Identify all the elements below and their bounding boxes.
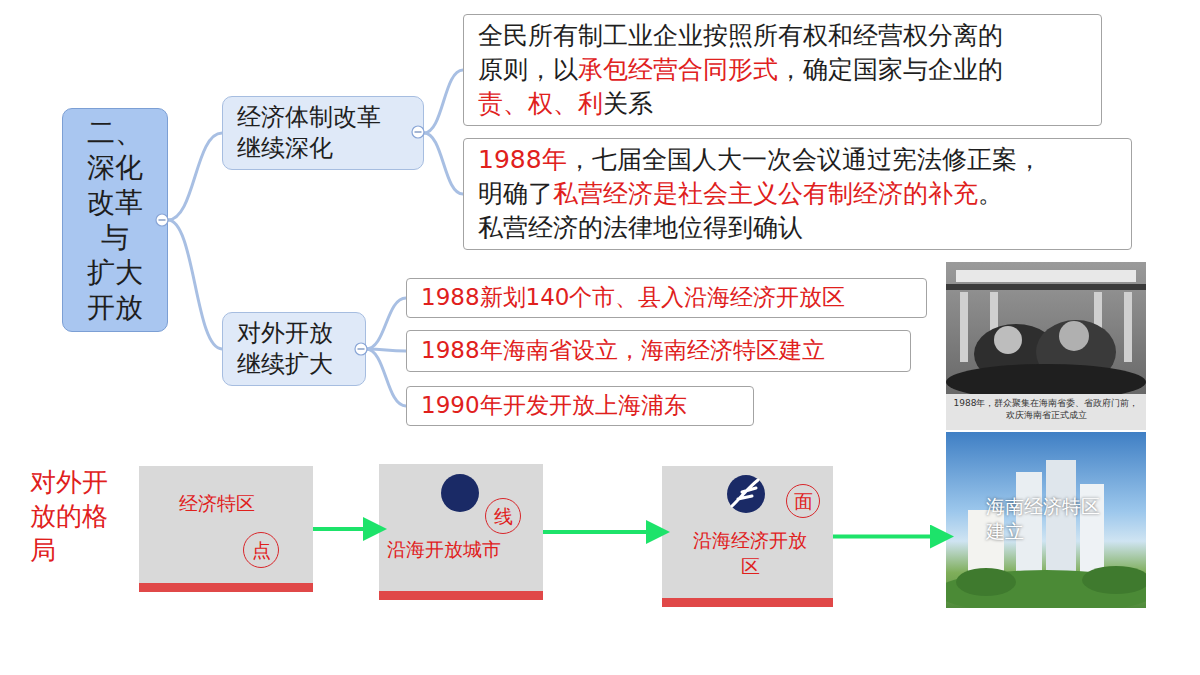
node-text: 点 <box>252 541 271 560</box>
node-text: 二、深化改革与扩大开放 <box>87 115 143 325</box>
detail-box: 全民所有制工业企业按照所有权和经营权分离的原则，以承包经营合同形式，确定国家与企… <box>463 14 1102 126</box>
text-run: 线 <box>494 505 513 527</box>
text-run: 扩大 <box>87 256 143 289</box>
event-box: 1990年开发开放上海浦东 <box>406 386 754 426</box>
stage-card: 沿海经济开放区 面 <box>662 466 833 607</box>
event-box: 1988新划140个市、县入沿海经济开放区 <box>406 278 927 318</box>
branch-connector <box>424 133 463 194</box>
text-run: 私营经济是社会主义公有制经济的补充 <box>553 179 978 208</box>
stage-marker: 点 <box>243 532 279 568</box>
text-run: ，七届全国人大一次会议通过宪法修正案， <box>567 145 1042 174</box>
node-text: 1988年，七届全国人大一次会议通过宪法修正案， 明确了私营经济是社会主义公有制经… <box>478 143 1042 245</box>
text-run: 1988年海南省设立，海南经济特区建立 <box>421 337 825 363</box>
text-run: 私营经济的法律地位得到确认 <box>478 213 803 242</box>
branch-connector <box>366 349 406 351</box>
branch-connector <box>366 298 406 349</box>
text-run: 沿海经济开放 <box>693 529 807 551</box>
node-text: 全民所有制工业企业按照所有权和经营权分离的原则，以承包经营合同形式，确定国家与企… <box>478 19 1003 121</box>
historic-photo <box>946 262 1146 430</box>
text-run: 沿海开放城市 <box>387 538 501 560</box>
text-run: 建立 <box>986 520 1024 542</box>
branch-connector <box>168 133 222 220</box>
text-run: 对外开放 <box>237 319 333 347</box>
text-run: 责、权、利 <box>478 89 603 118</box>
text-run: 1988年，群众聚集在海南省委、省政府门前，欢庆海南省正式成立 <box>954 398 1139 420</box>
node-text: 面 <box>794 492 813 511</box>
text-run: 开放 <box>87 291 143 324</box>
stage-card: 沿海开放城市 线 <box>379 464 543 600</box>
text-run: 与 <box>101 221 129 254</box>
node-text: 1990年开发开放上海浦东 <box>421 392 687 420</box>
text-run: 海南经济特区 <box>986 495 1100 517</box>
flow-arrow <box>833 535 946 539</box>
text-run: 1988新划140个市、县入沿海经济开放区 <box>421 284 845 310</box>
detail-box: 1988年，七届全国人大一次会议通过宪法修正案， 明确了私营经济是社会主义公有制经… <box>463 138 1132 250</box>
node-text: 沿海经济开放区 <box>680 528 820 579</box>
text-run: 1988年 <box>478 145 567 174</box>
node-text: 线 <box>494 507 513 526</box>
text-run: 继续扩大 <box>237 350 333 378</box>
text-run: 点 <box>252 539 271 561</box>
text-run: ，确定国家与企业的 <box>778 55 1003 84</box>
node-text: 对外开放继续扩大 <box>237 318 333 380</box>
text-run: 关系 <box>603 89 653 118</box>
stage-icon <box>379 464 543 600</box>
text-run: 。 <box>978 179 1003 208</box>
flow-arrow <box>313 527 379 531</box>
node-text: 经济特区 <box>179 492 299 515</box>
text-run: 面 <box>794 490 813 512</box>
stage-card: 经济特区点 <box>139 466 313 592</box>
collapse-toggle <box>412 126 424 138</box>
node-text: 经济体制改革继续深化 <box>237 102 381 164</box>
text-run: 改革 <box>87 186 143 219</box>
photo-card: 海南经济特区建立 <box>946 432 1146 608</box>
node-text: 1988新划140个市、县入沿海经济开放区 <box>421 284 845 312</box>
text-run: 原则，以 <box>478 55 578 84</box>
text-run: 1990年开发开放上海浦东 <box>421 392 687 418</box>
text-run: 经济特区 <box>179 492 255 514</box>
text-run: 二、 <box>87 116 143 149</box>
city-illustration <box>946 432 1146 608</box>
text-run: 区 <box>741 555 760 577</box>
branch-topic: 经济体制改革继续深化 <box>222 96 424 170</box>
event-box: 1988年海南省设立，海南经济特区建立 <box>406 330 911 372</box>
branch-connector <box>424 70 463 133</box>
text-run: 明确了 <box>478 179 553 208</box>
text-run: 经济体制改革 <box>237 103 381 131</box>
text-run: 承包经营合同形式 <box>578 55 778 84</box>
section-label: 对外开放的格局 <box>30 466 122 567</box>
collapse-toggle <box>156 214 168 226</box>
text-run: 继续深化 <box>237 134 333 162</box>
branch-connector <box>168 220 222 349</box>
branch-connector <box>366 349 406 406</box>
node-text: 沿海开放城市 <box>387 538 537 561</box>
root-topic: 二、深化改革与扩大开放 <box>62 108 168 332</box>
photo-caption: 1988年，群众聚集在海南省委、省政府门前，欢庆海南省正式成立 <box>952 398 1140 421</box>
node-text: 海南经济特区建立 <box>986 494 1142 543</box>
text-run: 对外开放的格局 <box>30 467 108 565</box>
stage-marker: 线 <box>485 498 521 534</box>
text-run: 深化 <box>87 151 143 184</box>
branch-topic: 对外开放继续扩大 <box>222 312 366 386</box>
text-run: 全民所有制工业企业按照所有权和经营权分离的 <box>478 21 1003 50</box>
node-text: 1988年海南省设立，海南经济特区建立 <box>421 337 825 365</box>
collapse-toggle <box>355 343 367 355</box>
stage-marker: 面 <box>786 484 820 518</box>
flow-arrow <box>543 530 662 534</box>
